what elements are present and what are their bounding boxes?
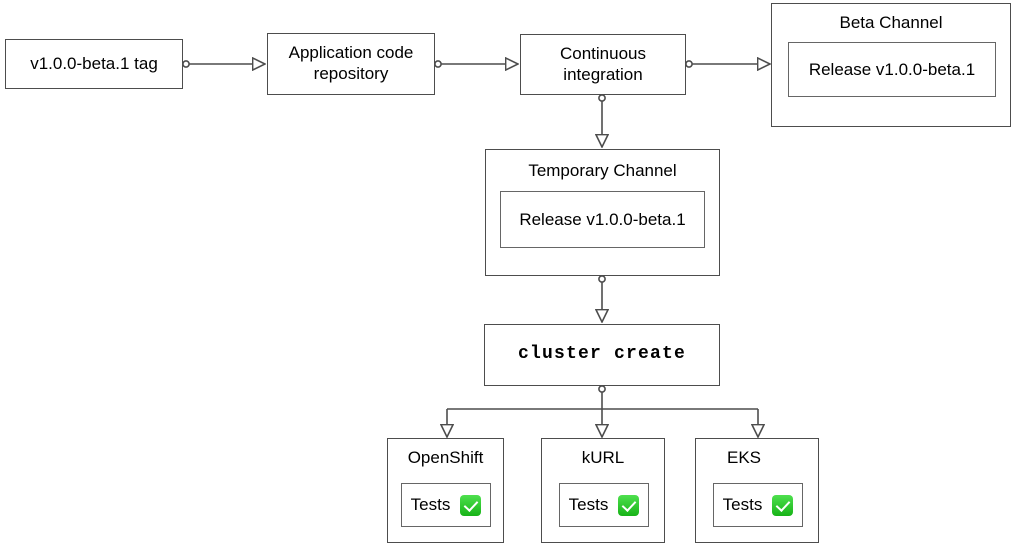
kurl-tests-box[interactable]: Tests [559,483,649,527]
node-beta-channel[interactable]: Beta Channel Release v1.0.0-beta.1 [771,3,1011,127]
node-target-eks[interactable]: EKS Tests [695,438,819,543]
check-green-icon [772,494,794,516]
kurl-tests-label: Tests [568,495,609,514]
node-target-kurl-title: kURL [581,448,625,467]
node-continuous-integration-label: Continuous integration [559,43,646,84]
node-temporary-channel[interactable]: Temporary Channel Release v1.0.0-beta.1 [485,149,720,276]
temporary-channel-release-label: Release v1.0.0-beta.1 [519,209,686,229]
node-cluster-create-label: cluster create [517,344,687,365]
node-beta-channel-title: Beta Channel [839,13,943,32]
node-version-tag-label: v1.0.0-beta.1 tag [30,53,158,73]
node-target-openshift-title: OpenShift [407,448,484,467]
node-continuous-integration[interactable]: Continuous integration [520,34,686,95]
temporary-channel-release-box[interactable]: Release v1.0.0-beta.1 [500,191,705,248]
beta-channel-release-box[interactable]: Release v1.0.0-beta.1 [788,42,996,97]
eks-tests-box[interactable]: Tests [713,483,803,527]
node-version-tag[interactable]: v1.0.0-beta.1 tag [5,39,183,89]
node-application-code-repository-label: Application code repository [288,43,414,83]
node-target-kurl[interactable]: kURL Tests [541,438,665,543]
openshift-tests-box[interactable]: Tests [401,483,491,527]
openshift-tests-label: Tests [410,495,451,514]
check-green-icon [460,494,482,516]
beta-channel-release-label: Release v1.0.0-beta.1 [808,59,976,79]
check-green-icon [618,494,640,516]
node-application-code-repository[interactable]: Application code repository [267,33,435,95]
node-cluster-create[interactable]: cluster create [484,324,720,386]
eks-tests-label: Tests [722,495,763,514]
node-target-openshift[interactable]: OpenShift Tests [387,438,504,543]
node-target-eks-title: EKS [727,448,762,467]
node-temporary-channel-title: Temporary Channel [528,161,677,180]
